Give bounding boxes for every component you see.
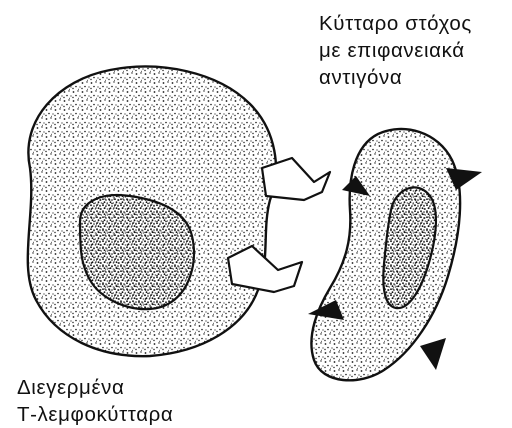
target-cell [308, 129, 482, 380]
surface-antigen-lower-right [420, 338, 446, 370]
target-cell-label-line-1: Κύτταρο στόχος [319, 10, 472, 37]
t-lymphocyte-cell [28, 67, 330, 357]
target-cell-label-line-2: με επιφανειακά [319, 37, 472, 64]
activated-tcells-label: Διεγερμένα Τ-λεμφοκύτταρα [17, 374, 173, 428]
target-cell-label-line-3: αντιγόνα [319, 64, 472, 91]
activated-tcells-label-line-1: Διεγερμένα [17, 374, 173, 401]
activated-tcells-label-line-2: Τ-λεμφοκύτταρα [17, 401, 173, 428]
t-cell-receptor-upper [262, 158, 330, 200]
target-cell-label: Κύτταρο στόχος με επιφανειακά αντιγόνα [319, 10, 472, 91]
